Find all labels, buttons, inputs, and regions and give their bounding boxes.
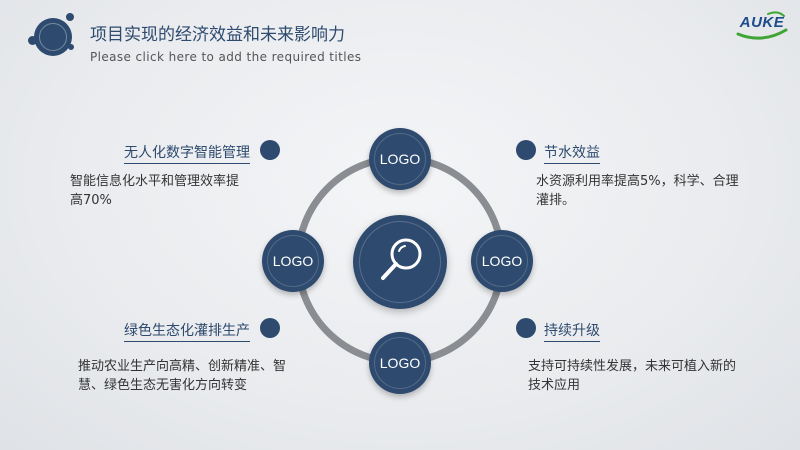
brand-logo: AUKE: [732, 8, 792, 44]
feature-desc-top-right[interactable]: 水资源利用率提高5%，科学、合理灌排。: [536, 174, 739, 208]
magnifier-icon: [381, 238, 422, 280]
page-subtitle[interactable]: Please click here to add the required ti…: [90, 50, 362, 64]
feature-dot-top-right: [516, 140, 536, 160]
feature-dot-top-left: [260, 140, 280, 160]
logo-node-top[interactable]: LOGO: [369, 128, 431, 190]
brand-text: AUKE: [739, 14, 785, 31]
header-decor-circle: [34, 18, 72, 56]
feature-title-bottom-right[interactable]: 持续升级: [544, 320, 600, 342]
logo-node-left[interactable]: LOGO: [262, 230, 324, 292]
center-node[interactable]: [353, 215, 447, 309]
brand-swoosh-icon: [736, 11, 788, 40]
header-decor-dot: [68, 44, 74, 50]
feature-dot-bottom-left: [260, 318, 280, 338]
page-title[interactable]: 项目实现的经济效益和未来影响力: [90, 25, 345, 45]
feature-dot-bottom-right: [516, 318, 536, 338]
header-decor-dot: [66, 13, 74, 21]
header-decor-dot: [28, 36, 37, 45]
feature-title-top-right[interactable]: 节水效益: [544, 142, 600, 164]
feature-title-bottom-left[interactable]: 绿色生态化灌排生产: [124, 320, 250, 342]
feature-title-top-left[interactable]: 无人化数字智能管理: [124, 142, 250, 164]
logo-node-bottom[interactable]: LOGO: [369, 332, 431, 394]
feature-desc-bottom-left[interactable]: 推动农业生产向高精、创新精准、智慧、绿色生态无害化方向转变: [78, 359, 287, 393]
feature-desc-bottom-right[interactable]: 支持可持续性发展，未来可植入新的技术应用: [528, 359, 737, 393]
logo-node-right[interactable]: LOGO: [471, 230, 533, 292]
feature-desc-top-left[interactable]: 智能信息化水平和管理效率提高70%: [70, 174, 240, 208]
